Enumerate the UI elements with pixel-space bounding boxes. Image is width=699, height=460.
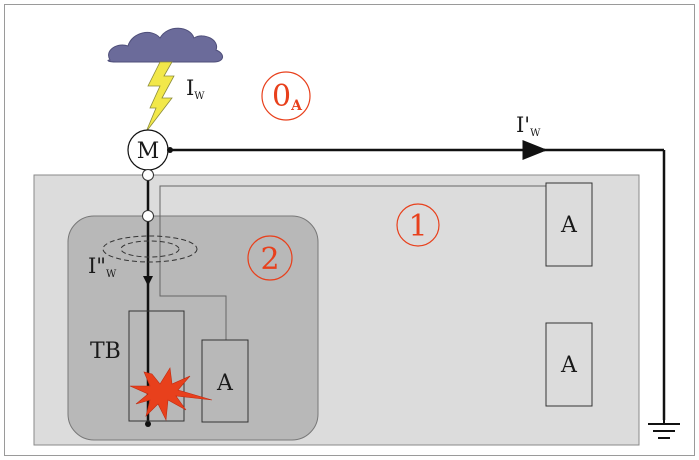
earth-ground-icon bbox=[648, 414, 680, 439]
zone-2-label: 2 bbox=[260, 242, 279, 277]
zone-0a-label: 0A bbox=[272, 79, 303, 114]
terminal-block bbox=[128, 310, 185, 422]
apparatus-zone1-top-label: A bbox=[560, 213, 578, 238]
zone1-entry-node bbox=[142, 169, 154, 181]
apparatus-zone1-bottom bbox=[545, 322, 593, 407]
inner-current-arrow bbox=[143, 276, 153, 286]
label-iw-prime: I'W bbox=[516, 113, 541, 139]
zone-0a-marker bbox=[261, 71, 311, 121]
motor-junction-dot bbox=[167, 147, 173, 153]
label-iw-double-prime: I"W bbox=[88, 254, 117, 280]
signal-line-to-a3 bbox=[159, 188, 227, 340]
thundercloud-icon bbox=[107, 27, 223, 63]
label-iw: IW bbox=[186, 76, 205, 102]
apparatus-zone2 bbox=[201, 339, 249, 423]
signal-line-to-a1 bbox=[159, 185, 546, 188]
apparatus-zone2-label: A bbox=[216, 371, 234, 396]
bottom-junction-dot bbox=[145, 421, 151, 427]
magnetic-field-rings bbox=[102, 235, 198, 263]
terminal-block-label: TB bbox=[90, 339, 121, 364]
zone2-entry-node bbox=[142, 210, 154, 222]
motor-label: M bbox=[137, 139, 160, 164]
zone-2-marker bbox=[247, 235, 293, 281]
zone-1-marker bbox=[396, 203, 440, 247]
apparatus-zone1-bottom-label: A bbox=[560, 353, 578, 378]
spark-flashover-icon bbox=[129, 367, 213, 422]
apparatus-zone1-top bbox=[545, 182, 593, 267]
zone-1-label: 1 bbox=[408, 209, 427, 244]
zone-2-area bbox=[67, 215, 319, 441]
lightning-bolt-icon bbox=[145, 61, 175, 133]
